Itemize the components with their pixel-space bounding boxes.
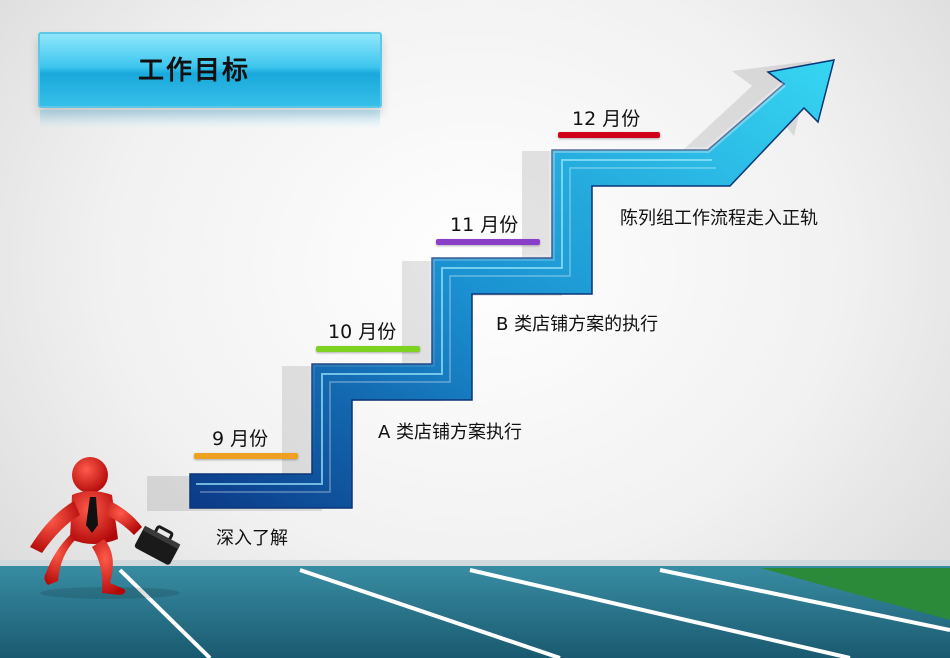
milestone-month-dec: 12 月份 xyxy=(572,108,641,130)
milestone-month-oct: 10 月份 xyxy=(328,321,397,343)
milestone-month-sep: 9 月份 xyxy=(212,428,269,450)
briefcase-icon xyxy=(134,525,181,565)
running-track xyxy=(0,560,950,658)
milestone-bar-sep xyxy=(194,453,298,459)
milestone-month-nov: 11 月份 xyxy=(450,214,519,236)
milestone-task-nov: B 类店铺方案的执行 xyxy=(496,314,659,335)
milestone-bar-oct xyxy=(316,346,420,352)
runner-figure-icon xyxy=(30,457,180,599)
milestone-bar-dec xyxy=(558,132,660,138)
milestone-task-oct: A 类店铺方案执行 xyxy=(378,422,523,443)
slide-title: 工作目标 xyxy=(138,56,251,86)
milestone-task-dec: 陈列组工作流程走入正轨 xyxy=(620,208,818,229)
milestone-bar-nov xyxy=(436,239,540,245)
title-banner: 工作目标 xyxy=(38,32,382,128)
milestone-task-sep: 深入了解 xyxy=(216,528,288,549)
